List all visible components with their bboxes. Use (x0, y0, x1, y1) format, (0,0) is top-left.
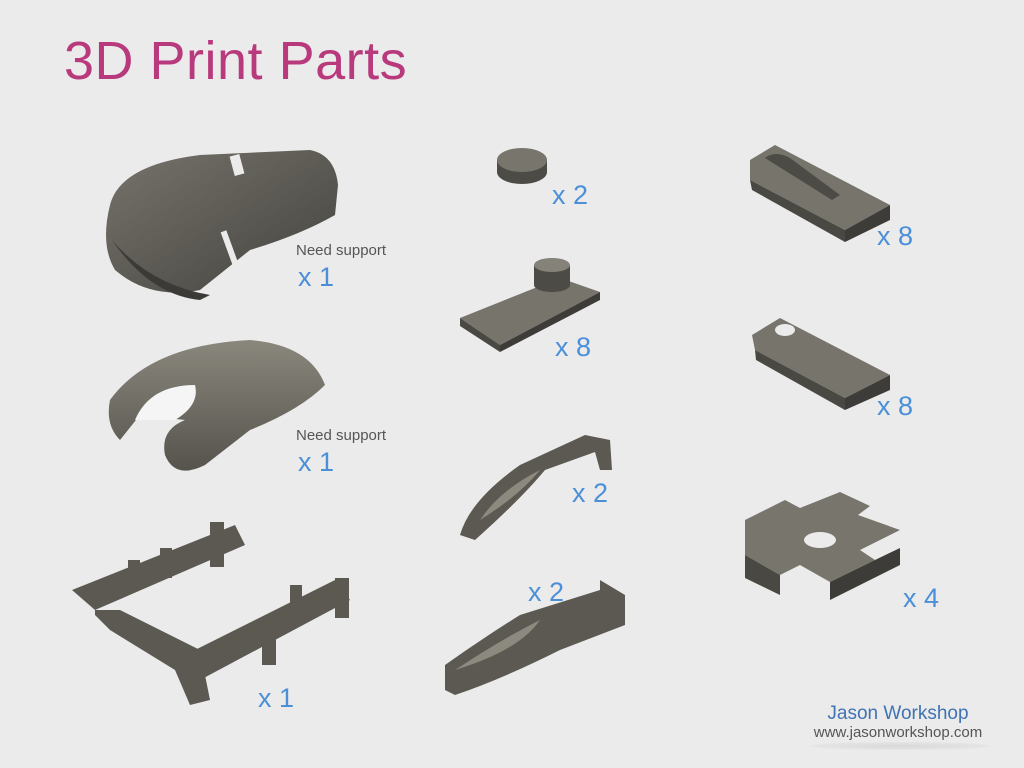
footer-url: www.jasonworkshop.com (813, 724, 983, 741)
part-quantity: x 2 (528, 577, 565, 607)
part-top-cover (106, 150, 338, 300)
part-quantity: x 1 (298, 447, 335, 477)
part-hole-plate (752, 318, 890, 410)
part-quantity: x 1 (258, 683, 295, 713)
part-quantity: x 8 (877, 391, 914, 421)
part-cross-connector (745, 492, 900, 600)
part-bottom-cover (108, 340, 325, 471)
part-arm-right (445, 580, 625, 695)
part-note: Need support (296, 427, 387, 444)
part-quantity: x 2 (572, 478, 609, 508)
page-title: 3D Print Parts (64, 31, 408, 91)
part-plate-with-knob (460, 258, 600, 352)
part-quantity: x 8 (555, 332, 592, 362)
footer-shadow (810, 742, 990, 750)
footer-brand: Jason Workshop (827, 703, 969, 724)
part-quantity: x 4 (903, 583, 940, 613)
part-slot-plate (750, 145, 890, 242)
part-arm-left (460, 435, 612, 540)
part-quantity: x 1 (298, 262, 335, 292)
part-quantity: x 2 (552, 180, 589, 210)
part-frame (72, 522, 350, 705)
part-round-knob (497, 148, 547, 184)
part-note: Need support (296, 242, 387, 259)
part-quantity: x 8 (877, 221, 914, 251)
